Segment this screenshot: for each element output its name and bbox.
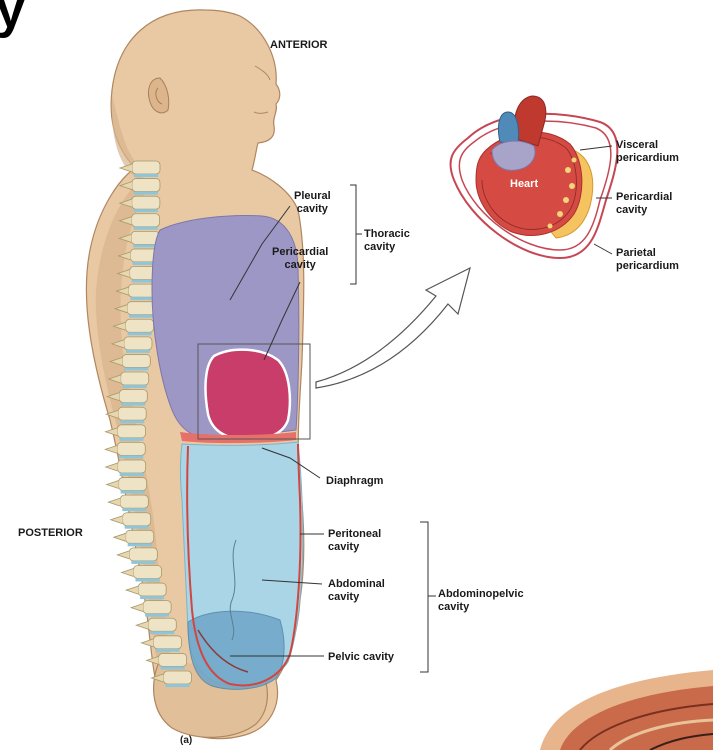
intervertebral-disc xyxy=(124,367,148,370)
intervertebral-disc xyxy=(150,631,174,634)
intervertebral-disc xyxy=(128,543,152,546)
vertebra xyxy=(124,337,152,350)
vertebra xyxy=(132,214,160,227)
intervertebral-disc xyxy=(134,192,158,195)
vertebra xyxy=(121,372,149,385)
intervertebral-disc xyxy=(129,315,153,318)
intervertebral-disc xyxy=(120,420,144,423)
vertebra xyxy=(132,161,160,174)
spinous-process xyxy=(131,604,143,612)
vertebra xyxy=(119,390,147,403)
vertebra xyxy=(119,478,147,491)
intervertebral-disc xyxy=(122,508,146,511)
spinous-process xyxy=(106,463,118,471)
intervertebral-disc xyxy=(134,174,158,177)
heart-inset xyxy=(450,96,617,258)
label-heart: Heart xyxy=(510,178,538,191)
vertebra xyxy=(148,618,176,631)
intervertebral-disc xyxy=(120,473,144,476)
vertebra xyxy=(129,548,157,561)
spinous-process xyxy=(141,639,153,647)
pleural-line-1: Pleural cavity xyxy=(294,190,331,216)
spinous-process xyxy=(111,516,123,524)
intervertebral-disc xyxy=(140,596,164,599)
intervertebral-disc xyxy=(134,227,158,230)
vertebra xyxy=(117,442,145,455)
label-diaphragm: Diaphragm xyxy=(326,475,383,488)
vertebra xyxy=(118,425,146,438)
intervertebral-disc xyxy=(123,385,147,388)
intervertebral-disc xyxy=(166,684,190,687)
vertebra xyxy=(118,460,146,473)
label-abdominal-cavity: Abdominal cavity xyxy=(328,578,385,604)
intervertebral-disc xyxy=(133,244,157,247)
cross-section-fragment xyxy=(540,660,713,750)
pulmonary-trunk xyxy=(498,112,518,144)
intervertebral-disc xyxy=(145,614,169,617)
label-posterior: POSTERIOR xyxy=(18,527,83,540)
vertebra xyxy=(143,601,171,614)
intervertebral-disc xyxy=(121,403,145,406)
spinous-process xyxy=(105,445,117,453)
vertebra xyxy=(126,319,154,332)
vertebra xyxy=(118,407,146,420)
label-pleural-cavity: Pleural cavity xyxy=(294,190,331,216)
spinous-process xyxy=(126,586,138,594)
vertebra xyxy=(131,231,159,244)
intervertebral-disc xyxy=(126,350,150,353)
label-visceral-pericardium: Visceral pericardium xyxy=(616,139,679,165)
intervertebral-disc xyxy=(134,209,158,212)
vertebra xyxy=(123,513,151,526)
vertebra xyxy=(159,653,187,666)
label-inset-pericardial-cavity: Pericardial cavity xyxy=(616,191,672,217)
vertebra xyxy=(164,671,192,684)
pericardial-cavity-region xyxy=(206,350,290,440)
intervertebral-disc xyxy=(119,455,143,458)
intervertebral-disc xyxy=(125,526,149,529)
spinous-process xyxy=(108,498,120,506)
vertebra xyxy=(138,583,166,596)
vertebra xyxy=(120,495,148,508)
intervertebral-disc xyxy=(121,491,145,494)
vertebra xyxy=(122,354,150,367)
panel-label: (a) xyxy=(180,734,192,747)
label-anterior: ANTERIOR xyxy=(270,39,327,52)
label-pelvic-cavity: Pelvic cavity xyxy=(328,651,394,664)
spinous-process xyxy=(107,481,119,489)
vertebra xyxy=(127,302,155,315)
intervertebral-disc xyxy=(120,438,144,441)
intervertebral-disc xyxy=(131,561,155,564)
vertebra xyxy=(132,179,160,192)
label-abdominopelvic-cavity: Abdominopelvic cavity xyxy=(438,588,524,614)
vertebra xyxy=(126,530,154,543)
spinous-process xyxy=(122,568,134,576)
vertebra xyxy=(132,196,160,209)
vertebra xyxy=(153,636,181,649)
intervertebral-disc xyxy=(130,297,154,300)
spinous-process xyxy=(117,551,129,559)
vertebra xyxy=(134,565,162,578)
label-thoracic-cavity: Thoracic cavity xyxy=(364,228,410,254)
intervertebral-disc xyxy=(161,666,185,669)
spinous-process xyxy=(114,533,126,541)
intervertebral-disc xyxy=(155,649,179,652)
label-parietal-pericardium: Parietal pericardium xyxy=(616,247,679,273)
label-pericardial-cavity: Pericardial cavity xyxy=(272,246,328,272)
intervertebral-disc xyxy=(136,578,160,581)
label-peritoneal-cavity: Peritoneal cavity xyxy=(328,528,381,554)
intervertebral-disc xyxy=(128,332,152,335)
spinous-process xyxy=(136,621,148,629)
